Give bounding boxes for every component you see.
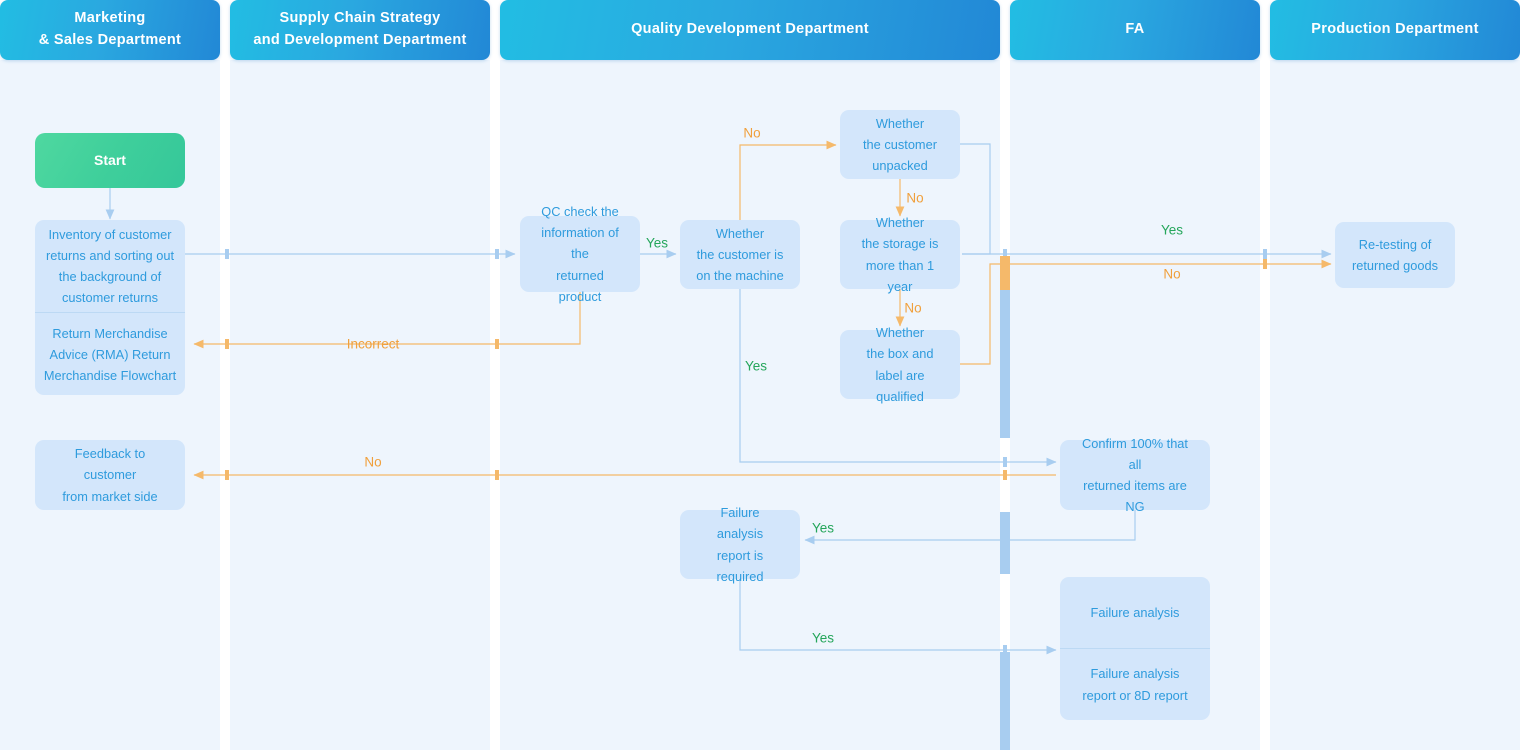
node-storage-1-year[interactable]: Whether the storage is more than 1 year [840,215,960,294]
node-confirm-ng[interactable]: Confirm 100% that all returned items are … [1060,436,1210,514]
node-text-line: Failure analysis [716,505,764,542]
node-text-line: returned items are NG [1083,478,1187,515]
node-inventory-rma[interactable]: Inventory of customer returns and sorting… [35,220,185,395]
swimlane-production [1270,60,1520,750]
lane-header-production[interactable]: Production Department [1270,0,1520,60]
edge-label-incorrect: Incorrect [346,336,400,352]
edge-label-unpacked-no-in: No [743,125,761,141]
node-text-line: report or 8D report [1082,687,1188,703]
node-text-line: the customer [863,136,937,152]
node-text-line: report is required [716,547,764,584]
lane-header-marketing[interactable]: Marketing & Sales Department [0,0,220,60]
node-section: Failure analysis [1060,577,1210,648]
node-text-line: returned goods [1351,258,1439,273]
edge-label-unpacked-no-down: No [906,190,924,206]
node-section: Failure analysis report or 8D report [1060,648,1210,720]
node-text-line: Whether [875,115,925,131]
lane-header-fa[interactable]: FA [1010,0,1260,60]
node-text-line: Whether [715,225,765,241]
node-section: Start [43,137,177,184]
lane-title-line: Marketing [74,10,146,27]
node-text-line: Advice (RMA) Return [49,346,171,362]
node-text-line: on the machine [696,268,784,284]
node-text-line: more than 1 year [865,257,935,294]
node-section: QC check the information of the returned p… [528,197,632,311]
edge-label-storage-no-down: No [904,300,922,316]
node-text-line: Feedback to customer [74,446,146,483]
node-start[interactable]: Start [35,133,185,188]
node-text-line: from market side [62,488,158,504]
node-text-line: customer returns [61,290,158,306]
node-text-line: returned product [556,267,604,304]
edge-label-qc-yes: Yes [645,235,669,251]
node-text-line: Inventory of customer [48,227,172,242]
node-text-line: Whether [875,215,925,231]
node-section: Re-testing of returned goods [1343,226,1447,284]
node-text-line: the storage is [861,236,939,252]
node-section: Whether the customer is on the machine [688,219,792,290]
node-text-line: label are qualified [875,367,925,404]
node-text-line: the box and [866,346,934,362]
lane-header-supply[interactable]: Supply Chain Strategy and Development Dep… [230,0,490,60]
edge-label-retest-yes: Yes [1160,222,1184,238]
edge-label-fa-report-yes: Yes [811,520,835,536]
edge-label-retest-no: No [1163,266,1181,282]
node-fa-report-req[interactable]: Failure analysis report is required [680,505,800,584]
lane-header-quality[interactable]: Quality Development Department [500,0,1000,60]
node-on-machine[interactable]: Whether the customer is on the machine [680,220,800,289]
lane-title-line: Quality Development Department [631,21,869,38]
node-text-line: Whether [875,325,925,341]
node-section: Confirm 100% that all returned items are … [1068,429,1202,521]
node-text-line: Confirm 100% that all [1082,435,1188,472]
node-section: Whether the box and label are qualified [848,318,952,410]
node-text-line: returns and sorting out [45,248,175,264]
node-text-line: the background of [58,269,162,285]
lane-title-line: Supply Chain Strategy [279,10,441,27]
lane-title-line: FA [1125,21,1145,38]
node-qc-check[interactable]: QC check the information of the returned p… [520,204,640,304]
node-section: Feedback to customer from market side [43,439,177,510]
node-text-line: Failure analysis [1090,604,1180,620]
node-section: Whether the storage is more than 1 year [848,208,952,300]
node-text-line: Start [94,151,126,168]
node-section: Failure analysis report is required [688,498,792,590]
node-text-line: unpacked [872,158,928,174]
lane-title-line: Production Department [1311,21,1479,38]
node-text-line: information of the [541,225,619,262]
edge-label-feedback-no: No [364,454,382,470]
lane-title-line: & Sales Department [38,32,182,48]
node-feedback[interactable]: Feedback to customer from market side [35,440,185,510]
node-section: Inventory of customer returns and sorting… [35,220,185,312]
lane-title-line: and Development Department [253,32,467,48]
node-text-line: Merchandise Flowchart [43,367,177,383]
node-box-label[interactable]: Whether the box and label are qualified [840,325,960,404]
node-text-line: Return Merchandise [52,325,168,341]
node-text-line: the customer is [696,246,784,262]
node-text-line: Re-testing of [1358,236,1432,252]
node-unpacked[interactable]: Whether the customer unpacked [840,110,960,179]
node-re-testing[interactable]: Re-testing of returned goods [1335,222,1455,288]
node-section: Whether the customer unpacked [848,109,952,180]
edge-label-fa-analysis-yes: Yes [811,630,835,646]
node-text-line: Failure analysis [1090,666,1180,682]
node-text-line: QC check the [541,204,619,220]
swimlane-supply [230,60,490,750]
edge-label-machine-yes-down: Yes [744,358,768,374]
